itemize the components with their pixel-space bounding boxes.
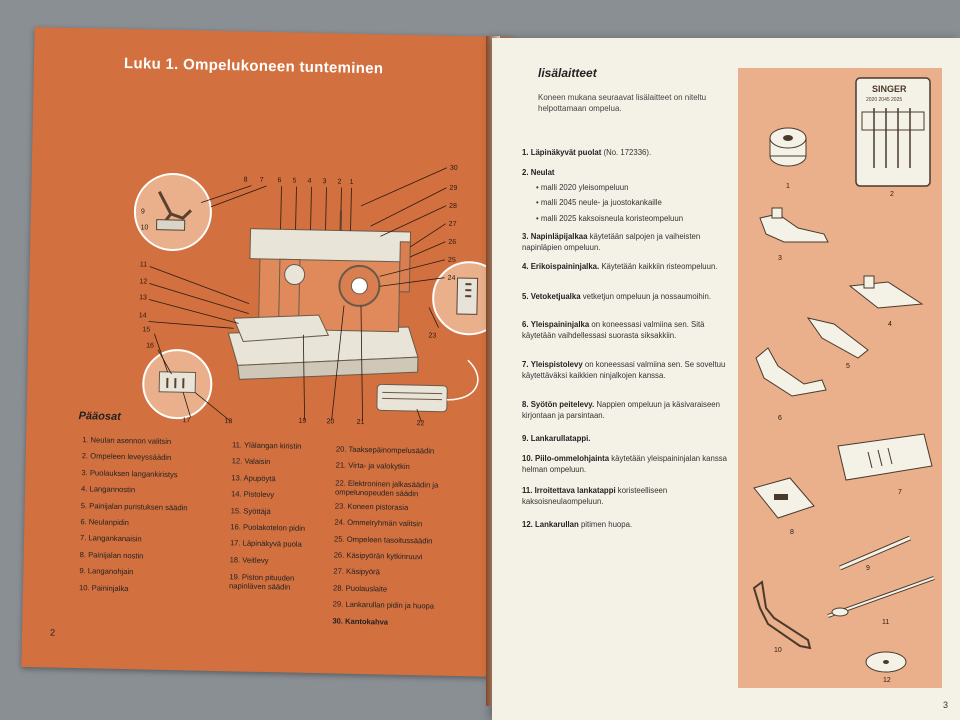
- callout-3: 3: [323, 178, 327, 185]
- accessories-illustration-panel: 1 SINGER 2020 2045 2025 2 3 4 5 6: [738, 68, 942, 688]
- right-page: lisälaitteet Koneen mukana seuraavat lis…: [492, 38, 960, 720]
- callout-30: 30: [450, 165, 458, 172]
- callout-19: 19: [298, 418, 306, 425]
- needle-pack-brand: SINGER: [872, 84, 907, 94]
- callout-23: 23: [428, 332, 436, 339]
- callout-17: 17: [182, 417, 190, 424]
- callout-8: 8: [244, 176, 248, 183]
- callout-11: 11: [140, 261, 148, 268]
- callout-6: 6: [278, 177, 282, 184]
- label-3: 3: [778, 255, 782, 262]
- accessory-item: 11. Irroitettava lankatappi koristeellis…: [522, 486, 668, 506]
- label-8: 8: [790, 529, 794, 536]
- label-1: 1: [786, 183, 790, 190]
- callout-12: 12: [139, 278, 147, 285]
- callout-10: 10: [140, 224, 148, 231]
- callout-15: 15: [142, 326, 150, 333]
- label-9: 9: [866, 565, 870, 572]
- accessory-item: 12. Lankarullan pitimen huopa.: [522, 520, 633, 529]
- callout-20: 20: [326, 418, 334, 425]
- part-item: 19. Piston pituuden napinläven säädin: [228, 572, 295, 592]
- parts-title: Pääosat: [78, 410, 121, 423]
- callout-5: 5: [293, 177, 297, 184]
- callout-29: 29: [449, 185, 457, 192]
- callout-21: 21: [356, 419, 364, 426]
- callout-2: 2: [338, 178, 342, 185]
- accessory-item: 6. Yleispaininjalka on koneessasi valmii…: [522, 320, 705, 340]
- page-number-right: 3: [942, 700, 948, 710]
- accessories-illustration: 1 SINGER 2020 2045 2025 2 3 4 5 6: [752, 77, 935, 684]
- accessory-item: 10. Piilo-ommelohjainta käytetään yleisp…: [522, 454, 727, 474]
- callout-16: 16: [146, 342, 154, 349]
- callout-26: 26: [448, 239, 456, 246]
- part-item: 10. Paininjalka: [78, 582, 129, 593]
- label-4: 4: [888, 321, 892, 328]
- callout-14: 14: [139, 312, 147, 319]
- parts-column-2: 11. Ylälangan kiristin 12. Valaisin 13. …: [228, 440, 327, 600]
- part-item: 18. Veitlevy: [229, 554, 269, 565]
- callout-24: 24: [448, 275, 456, 282]
- accessory-item: 8. Syötön peitelevy. Nappien ompeluun ja…: [522, 400, 720, 420]
- label-7: 7: [898, 489, 902, 496]
- callout-4: 4: [308, 178, 312, 185]
- accessories-title: lisälaitteet: [538, 66, 597, 80]
- part-item: 30. Kantokahva: [332, 615, 389, 627]
- chapter-title: Luku 1. Ompelukoneen tunteminen: [123, 54, 384, 78]
- accessory-item: 1. Läpinäkyvät puolat (No. 172336).: [522, 148, 652, 157]
- accessory-item: 4. Erikoispaininjalka. Käytetään kaikkii…: [522, 262, 718, 271]
- callout-28: 28: [449, 203, 457, 210]
- callout-9: 9: [141, 208, 145, 215]
- label-6: 6: [778, 415, 782, 422]
- sewing-machine-illustration: 8 7 6 5 4 3 2 1 30 29 28 27 26 25 24 23 …: [133, 165, 507, 427]
- needle-pack-models: 2020 2045 2025: [866, 97, 902, 103]
- callout-27: 27: [449, 221, 457, 228]
- callout-13: 13: [139, 294, 147, 301]
- parts-column-1: 1. Neulan asennon valitsin 2. Ompeleen l…: [78, 435, 189, 602]
- accessory-item: 3. Napinläpijalkaa käytetään salpojen ja…: [522, 232, 701, 252]
- parts-column-3: 20. Taaksepäinompelusäädin 21. Virta- ja…: [332, 444, 476, 636]
- label-2: 2: [890, 191, 894, 198]
- accessories-intro: Koneen mukana seuraavat lisälaitteet on …: [538, 93, 707, 113]
- accessory-item: 7. Yleispistolevy on koneessasi valmiina…: [522, 360, 726, 380]
- label-11: 11: [882, 619, 889, 626]
- callout-18: 18: [224, 418, 232, 425]
- label-12: 12: [883, 677, 891, 684]
- accessory-item: 5. Vetoketjualka vetketjun ompeluun ja n…: [522, 292, 711, 301]
- callout-1: 1: [350, 179, 354, 186]
- callout-22: 22: [416, 420, 424, 427]
- callout-25: 25: [448, 257, 456, 264]
- page-number-left: 2: [49, 627, 56, 638]
- callout-7: 7: [260, 177, 264, 184]
- accessory-item: 2. Neulat • malli 2020 yleisompeluun • m…: [522, 168, 684, 223]
- label-5: 5: [846, 363, 850, 370]
- accessory-item: 9. Lankarullatappi.: [522, 434, 591, 443]
- left-page: Luku 1. Ompelukoneen tunteminen: [21, 27, 513, 677]
- label-10: 10: [774, 647, 782, 654]
